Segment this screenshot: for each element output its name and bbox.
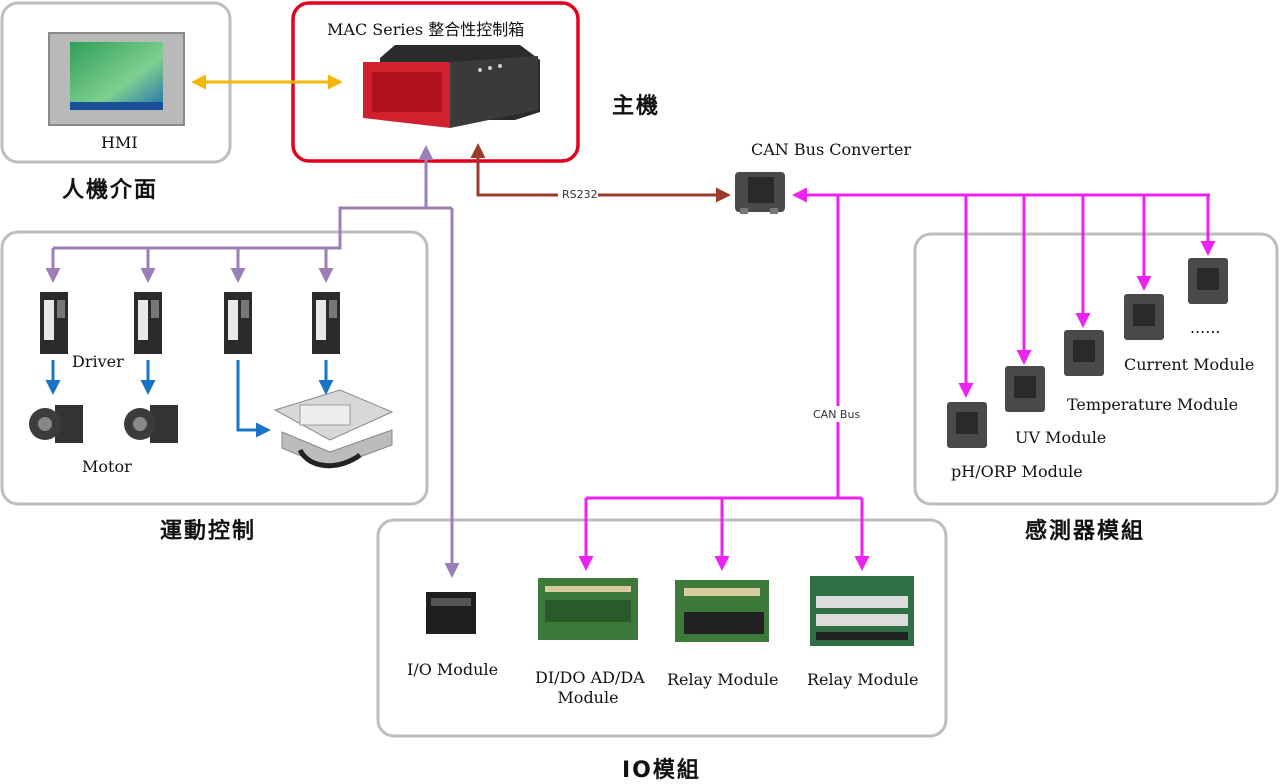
- ph-orp-module-label: pH/ORP Module: [951, 462, 1083, 481]
- rs232-label-bg: [558, 187, 598, 201]
- uv-module-label: UV Module: [1015, 428, 1107, 447]
- motor-image-1: [29, 405, 83, 443]
- can-converter-image: [735, 172, 785, 214]
- sensor-image-ph: [947, 402, 987, 448]
- io-module-image: [426, 592, 476, 634]
- motor-label: Motor: [82, 457, 132, 476]
- stage-link: [236, 360, 271, 438]
- dido-board-image: [538, 578, 638, 640]
- driver-image-1: [40, 292, 68, 354]
- io-group-box: [376, 518, 948, 738]
- sensor-image-current: [1124, 294, 1164, 340]
- driver-image-3: [224, 292, 252, 354]
- relay-module-label-1: Relay Module: [667, 670, 779, 689]
- hmi-panel-image: [48, 32, 185, 126]
- dido-module-label: DI/DO AD/DA Module: [535, 668, 645, 708]
- hmi-label: HMI: [101, 133, 138, 152]
- io-group-label: IO模組: [622, 758, 701, 783]
- host-chassis-image: [363, 45, 540, 128]
- temperature-module-label: Temperature Module: [1067, 395, 1239, 414]
- can-label-bg: [810, 406, 866, 422]
- motion-bus-branch: [53, 206, 426, 250]
- more-modules-label: ......: [1190, 318, 1221, 337]
- sensor-image-temp: [1064, 330, 1104, 376]
- can-converter-label: CAN Bus Converter: [751, 140, 912, 159]
- driver-image-4: [312, 292, 340, 354]
- host-group-label: 主機: [612, 94, 661, 119]
- relay-module-label-2: Relay Module: [807, 670, 919, 689]
- driver-label: Driver: [72, 352, 124, 371]
- sensor-group-label: 感測器模組: [1025, 519, 1146, 544]
- sensor-group-box: [913, 232, 1279, 506]
- sensor-image-uv: [1005, 366, 1045, 412]
- rs232-line: [470, 143, 728, 197]
- sensor-image-more: [1188, 258, 1228, 304]
- motion-group-label: 運動控制: [160, 519, 257, 544]
- motion-group-box: [0, 230, 429, 506]
- rs232-label: RS232: [562, 188, 598, 201]
- xy-stage-image: [273, 389, 394, 469]
- relay-board-image-2: [810, 576, 914, 646]
- can-bus-label: CAN Bus: [813, 408, 861, 421]
- dido-label-line1: DI/DO AD/DA: [535, 668, 645, 687]
- hmi-group-label: 人機介面: [62, 178, 159, 203]
- driver-image-2: [134, 292, 162, 354]
- relay-board-image-1: [675, 580, 769, 642]
- host-title: MAC Series 整合性控制箱: [327, 20, 525, 39]
- current-module-label: Current Module: [1124, 355, 1255, 374]
- motor-image-2: [124, 405, 178, 443]
- io-module-label: I/O Module: [407, 660, 499, 679]
- dido-label-line2: Module: [557, 688, 619, 707]
